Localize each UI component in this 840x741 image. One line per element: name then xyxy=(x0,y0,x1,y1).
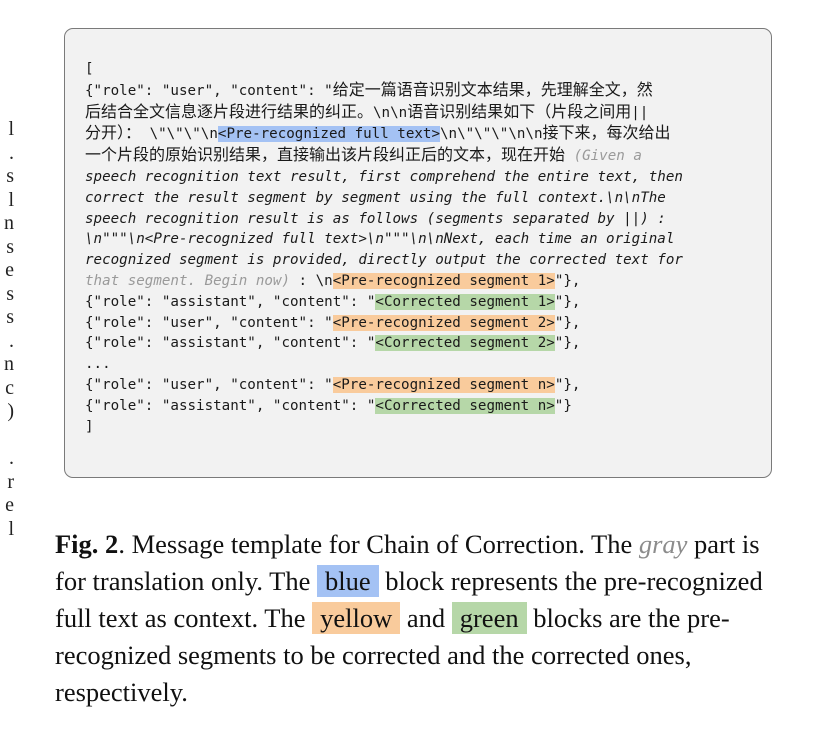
code-line: ] xyxy=(85,417,751,438)
caption-yellow-chip: yellow xyxy=(312,602,401,634)
json-fragment: {"role": "assistant", "content": " xyxy=(85,335,376,352)
margin-fragment: . xyxy=(9,141,14,164)
gray-translation-line: \n"""\n<Pre-recognized full text>\n"""\n… xyxy=(85,231,675,248)
json-fragment: "}, xyxy=(554,335,581,352)
escape-sequence: \"\"\"\n xyxy=(149,126,218,143)
margin-fragment: n xyxy=(4,353,14,375)
pre-recognized-segment-yellow: <Pre-recognized segment 2> xyxy=(332,314,555,331)
chinese-prompt-text: 分开）： xyxy=(85,123,142,143)
code-line: {"role": "assistant", "content": "<Corre… xyxy=(85,333,751,354)
caption-blue-chip: blue xyxy=(317,565,379,597)
figure-label: Fig. 2 xyxy=(55,529,119,559)
message-template-box: [ {"role": "user", "content": "给定一篇语音识别文… xyxy=(64,28,772,478)
margin-fragment: r xyxy=(7,470,14,493)
json-fragment: "}, xyxy=(554,293,581,310)
separator-symbol: || xyxy=(631,104,649,121)
ellipsis-line: ... xyxy=(85,356,111,373)
gray-translation: that segment. Begin now) xyxy=(85,272,290,289)
caption-text: block represents the pre-recognized full… xyxy=(55,566,763,633)
json-fragment: "}, xyxy=(554,272,581,289)
margin-fragment: s xyxy=(6,282,14,305)
json-fragment: {"role": "user", "content": " xyxy=(85,82,333,99)
margin-fragment: . xyxy=(9,329,14,352)
caption-text: blocks are the pre-recognized segments t… xyxy=(55,603,730,707)
margin-fragment: l xyxy=(8,517,14,540)
code-line: {"role": "assistant", "content": "<Corre… xyxy=(85,292,751,313)
margin-fragment: e xyxy=(5,259,14,281)
caption-text: and xyxy=(400,603,452,633)
margin-fragment: ) xyxy=(7,400,14,422)
code-line: {"role": "user", "content": "给定一篇语音识别文本结… xyxy=(85,80,751,102)
open-bracket: [ xyxy=(85,61,94,77)
margin-fragment: l xyxy=(8,188,14,211)
caption-text: part is for translation only. The xyxy=(55,529,760,596)
left-column-fragments: l . s l n s e s s . n c ) . r e l xyxy=(0,118,14,541)
corrected-segment-green: <Corrected segment 2> xyxy=(375,335,555,352)
code-line: 一个片段的原始识别结果，直接输出该片段纠正后的文本，现在开始 (Given a xyxy=(85,145,751,167)
chinese-prompt-text: 一个片段的原始识别结果，直接输出该片段纠正后的文本，现在开始 xyxy=(85,145,566,165)
margin-fragment: . xyxy=(9,447,14,469)
code-line: 后结合全文信息逐片段进行结果的纠正。\n\n语音识别结果如下（片段之间用|| xyxy=(85,102,751,124)
caption-text: . Message template for Chain of Correcti… xyxy=(118,529,639,559)
chinese-prompt-text: 接下来，每次给出 xyxy=(542,123,671,143)
close-bracket: ] xyxy=(85,418,94,435)
gray-translation-line: speech recognition result is as follows … xyxy=(85,210,666,227)
json-fragment: "}, xyxy=(554,314,581,331)
code-line: that segment. Begin now) : \n<Pre-recogn… xyxy=(85,271,751,292)
corrected-segment-green: <Corrected segment n> xyxy=(375,397,555,414)
caption-gray-word: gray xyxy=(638,529,688,559)
escape-sequence: \n\n xyxy=(373,104,408,121)
chinese-prompt-text: 后结合全文信息逐片段进行结果的纠正。 xyxy=(85,101,374,121)
chinese-prompt-text: 给定一篇语音识别文本结果，先理解全文，然 xyxy=(332,79,653,99)
json-fragment: {"role": "user", "content": " xyxy=(85,376,333,393)
gray-translation-line: speech recognition text result, first co… xyxy=(85,168,683,185)
margin-fragment xyxy=(0,424,14,448)
margin-fragment: e xyxy=(5,494,14,516)
figure-caption: Fig. 2. Message template for Chain of Co… xyxy=(55,526,785,711)
code-line: {"role": "assistant", "content": "<Corre… xyxy=(85,396,751,417)
escape-sequence: : \n xyxy=(290,272,333,289)
code-line: [ xyxy=(85,59,751,80)
chinese-prompt-text: 语音识别结果如下（片段之间用 xyxy=(407,101,632,121)
escape-sequence: \n\"\"\"\n\n xyxy=(440,126,543,143)
json-fragment: {"role": "user", "content": " xyxy=(85,314,333,331)
gray-translation-line: correct the result segment by segment us… xyxy=(85,189,666,206)
pre-recognized-segment-yellow: <Pre-recognized segment n> xyxy=(332,376,555,393)
json-fragment: "} xyxy=(554,397,572,414)
margin-fragment: l xyxy=(8,118,14,140)
margin-fragment: s xyxy=(6,306,14,328)
json-fragment: "}, xyxy=(554,376,581,393)
caption-green-chip: green xyxy=(451,602,527,634)
code-line: {"role": "user", "content": "<Pre-recogn… xyxy=(85,313,751,334)
pre-recognized-segment-yellow: <Pre-recognized segment 1> xyxy=(332,272,555,289)
margin-fragment: s xyxy=(6,165,14,187)
json-fragment: {"role": "assistant", "content": " xyxy=(85,397,376,414)
margin-fragment: s xyxy=(6,235,14,258)
json-fragment: {"role": "assistant", "content": " xyxy=(85,293,376,310)
code-line: 分开）： \"\"\"\n<Pre-recognized full text>\… xyxy=(85,123,751,145)
code-line: {"role": "user", "content": "<Pre-recogn… xyxy=(85,375,751,396)
margin-fragment: c xyxy=(5,376,14,399)
full-text-placeholder-blue: <Pre-recognized full text> xyxy=(217,126,440,143)
gray-translation: (Given a xyxy=(573,148,642,165)
gray-translation-line: recognized segment is provided, directly… xyxy=(85,252,683,269)
margin-fragment: n xyxy=(4,212,14,234)
corrected-segment-green: <Corrected segment 1> xyxy=(375,293,555,310)
